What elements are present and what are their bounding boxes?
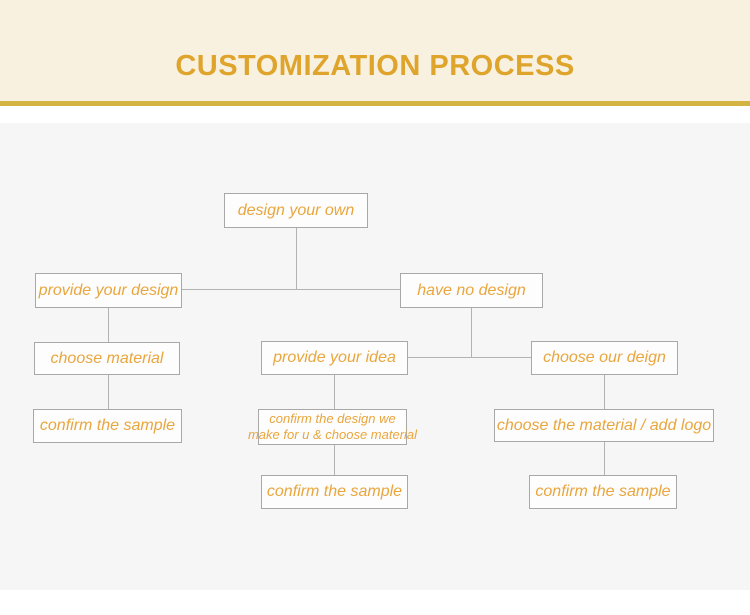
node-choose-material-add-logo: choose the material / add logo	[494, 409, 714, 442]
node-have-no-design: have no design	[400, 273, 543, 308]
node-confirm-sample-left: confirm the sample	[33, 409, 182, 443]
node-choose-our-deign: choose our deign	[531, 341, 678, 375]
gold-divider	[0, 101, 750, 106]
node-confirm-sample-right: confirm the sample	[529, 475, 677, 509]
node-confirm-sample-middle: confirm the sample	[261, 475, 408, 509]
connector-line	[182, 289, 400, 290]
connector-line	[334, 375, 335, 409]
node-confirm-design-we-make: confirm the design we make for u & choos…	[248, 409, 417, 445]
connector-line	[108, 308, 109, 343]
connector-line	[334, 445, 335, 475]
page-title: CUSTOMIZATION PROCESS	[175, 50, 575, 82]
node-label: choose material	[50, 349, 164, 367]
node-label: provide your design	[38, 281, 179, 299]
node-label: confirm the sample	[535, 483, 671, 500]
node-label: choose the material / add logo	[496, 416, 712, 434]
node-label: have no design	[417, 281, 526, 299]
node-label-line2: make for u & choose material	[247, 427, 418, 442]
node-choose-material: choose material	[34, 342, 180, 375]
node-provide-your-design: provide your design	[35, 273, 182, 308]
connector-line	[296, 228, 297, 289]
node-label-line1: confirm the design we	[269, 411, 396, 426]
node-provide-your-idea: provide your idea	[261, 341, 408, 375]
node-label: design your own	[237, 201, 355, 219]
node-label: confirm the sample	[266, 483, 403, 500]
node-label: choose our deign	[543, 349, 666, 366]
connector-line	[471, 308, 472, 358]
node-design-your-own: design your own	[224, 193, 368, 228]
connector-line	[108, 375, 109, 409]
node-label: provide your idea	[273, 349, 396, 366]
connector-line	[604, 442, 605, 475]
connector-line	[604, 375, 605, 409]
node-label: confirm the sample	[39, 417, 176, 434]
header-banner: CUSTOMIZATION PROCESS	[0, 0, 750, 101]
connector-line	[408, 357, 531, 358]
